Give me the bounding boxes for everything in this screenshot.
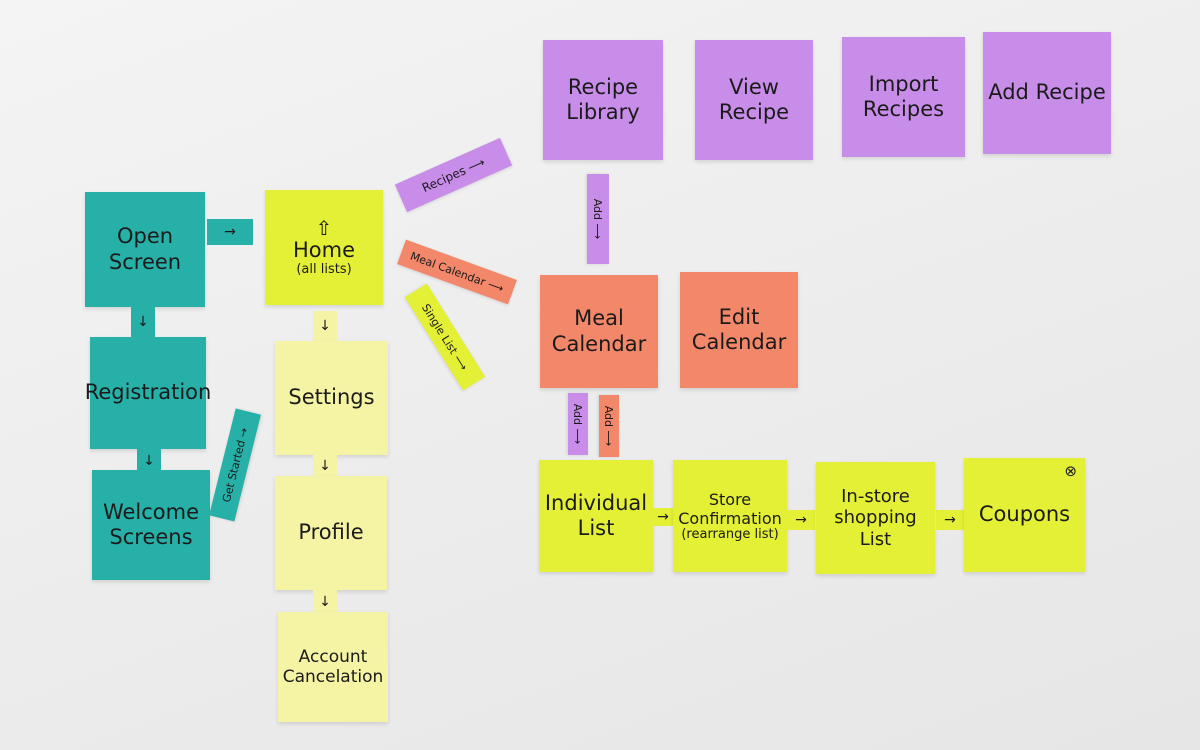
note-label: Store Confirmation — [678, 489, 782, 528]
connector-profile-to-cancelation: ↓ — [313, 590, 337, 614]
tag-recipes: Recipes ⟶ — [394, 137, 513, 213]
note-label: Edit Calendar — [691, 304, 787, 354]
note-label: Add Recipe — [988, 80, 1106, 105]
note-label: Account Cancelation — [282, 646, 384, 687]
arrow-down-icon: ↓ — [319, 318, 331, 334]
connector-registration-to-welcome: ↓ — [137, 449, 161, 473]
tag-label: Add ⟶ — [591, 198, 605, 240]
connector-open-to-registration: ↓ — [131, 307, 155, 337]
connector-open-to-home: → — [207, 219, 253, 245]
tag-label: Add ⟶ — [571, 403, 585, 445]
tag-label: Add ⟶ — [602, 405, 616, 447]
note-label: Settings — [288, 385, 375, 410]
note-label: Welcome Screens — [102, 499, 200, 549]
arrow-down-icon: ↓ — [319, 594, 331, 610]
tag-label: Single List ⟶ — [419, 301, 471, 373]
arrow-right-icon: → — [944, 512, 956, 528]
connector-settings-to-profile: ↓ — [313, 455, 337, 477]
tag-add-salmon: Add ⟶ — [599, 395, 619, 457]
tag-get-started: Get Started → — [209, 408, 261, 522]
connector-instore-to-coupons: → — [936, 510, 964, 530]
note-sublabel: (rearrange list) — [681, 527, 779, 543]
connector-store-to-instore: → — [787, 510, 815, 530]
note-label: Individual List — [544, 490, 648, 540]
close-circle-icon: ⊗ — [1064, 462, 1077, 480]
arrow-down-icon: ↓ — [319, 458, 331, 474]
tag-label: Get Started → — [219, 426, 251, 504]
arrow-down-icon: ↓ — [143, 453, 155, 469]
note-label: Import Recipes — [862, 71, 945, 121]
note-coupons: ⊗ Coupons — [964, 458, 1085, 572]
note-meal-calendar: Meal Calendar — [540, 275, 658, 388]
note-store-confirmation: Store Confirmation (rearrange list) — [673, 460, 787, 572]
note-edit-calendar: Edit Calendar — [680, 272, 798, 388]
note-sublabel: (all lists) — [296, 261, 352, 277]
tag-label: Recipes ⟶ — [419, 154, 488, 196]
note-add-recipe: Add Recipe — [983, 32, 1111, 154]
tag-single-list: Single List ⟶ — [404, 283, 486, 391]
note-welcome-screens: Welcome Screens — [92, 470, 210, 580]
tag-add-purple: Add ⟶ — [568, 393, 588, 455]
note-label: Recipe Library — [566, 74, 640, 124]
note-label: Meal Calendar — [551, 306, 647, 356]
note-settings: Settings — [275, 341, 388, 455]
connector-home-to-settings: ↓ — [313, 311, 337, 341]
arrow-right-icon: → — [657, 509, 669, 525]
tag-add-recipe-to-calendar: Add ⟶ — [587, 174, 609, 264]
note-view-recipe: View Recipe — [695, 40, 813, 160]
note-label: View Recipe — [718, 74, 790, 124]
note-label: In-store shopping List — [834, 485, 917, 550]
note-profile: Profile — [275, 476, 387, 590]
note-label: Registration — [84, 380, 212, 405]
note-import-recipes: Import Recipes — [842, 37, 965, 157]
note-home: ⇧ Home (all lists) — [265, 190, 383, 305]
arrow-right-icon: → — [224, 224, 236, 240]
note-label: Profile — [298, 520, 364, 545]
arrow-right-icon: → — [795, 512, 807, 528]
connector-individual-to-store: → — [653, 508, 673, 526]
note-in-store-shopping-list: In-store shopping List — [816, 462, 935, 574]
arrow-down-icon: ↓ — [137, 314, 149, 330]
note-label: Open Screen — [108, 224, 182, 274]
home-icon: ⇧ — [315, 215, 333, 240]
note-open-screen: Open Screen — [85, 192, 205, 307]
note-registration: Registration — [85, 337, 211, 449]
note-account-cancelation: Account Cancelation — [278, 612, 388, 722]
note-label: Coupons — [978, 502, 1071, 527]
note-recipe-library: Recipe Library — [543, 40, 663, 160]
note-label: Home — [292, 237, 355, 262]
note-individual-list: Individual List — [539, 460, 653, 572]
